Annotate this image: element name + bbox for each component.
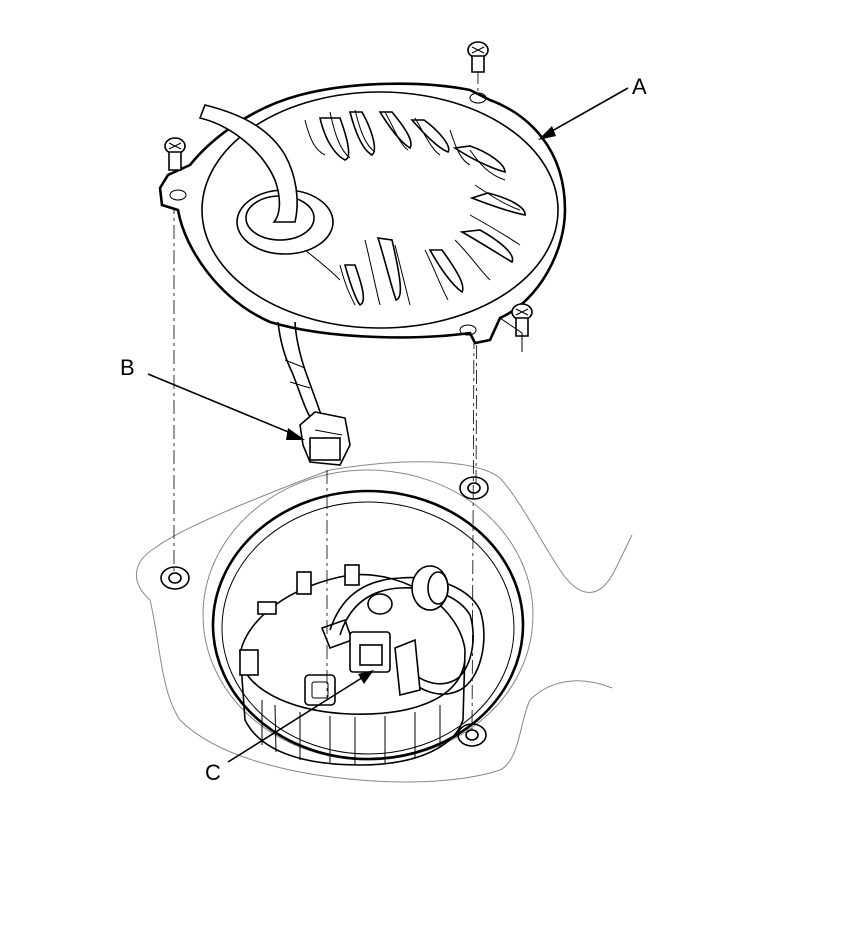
callout-label-a: A xyxy=(632,74,647,99)
floor-panel-outline xyxy=(135,461,633,783)
leader-a xyxy=(538,87,629,140)
callout-label-b: B xyxy=(120,355,135,380)
leader-b xyxy=(147,373,305,440)
fuel-pump-connector xyxy=(349,631,421,696)
screw-right xyxy=(511,303,533,337)
mount-hole-top xyxy=(459,476,489,500)
callout-label-c: C xyxy=(205,760,221,785)
pump-opening xyxy=(202,469,534,761)
screw-top xyxy=(467,41,489,73)
fuel-pump-assembly xyxy=(239,564,485,766)
harness-wire xyxy=(277,321,323,421)
mount-hole-left xyxy=(160,566,190,590)
harness-connector xyxy=(299,411,351,466)
screw-left xyxy=(164,137,186,171)
access-cover xyxy=(158,82,567,345)
leader-c xyxy=(227,670,374,763)
